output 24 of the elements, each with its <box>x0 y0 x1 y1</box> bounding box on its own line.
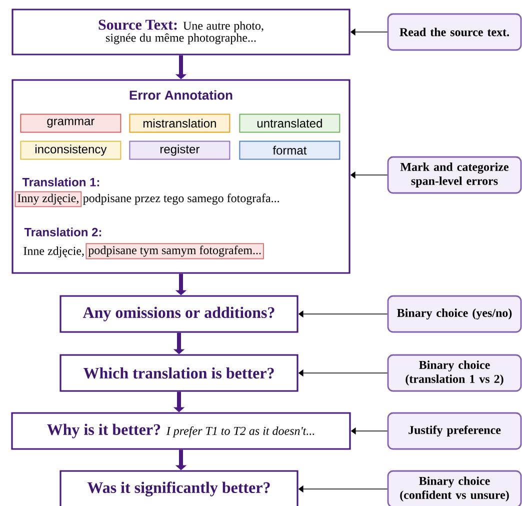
instruction-box: Binary choice (yes/no) <box>387 295 522 333</box>
instruction-box: Mark and categorize span-level errors <box>387 156 522 194</box>
error-tag: grammar <box>20 114 122 133</box>
instruction-box: Read the source text. <box>387 13 522 51</box>
translation-heading: Translation 2: <box>24 228 102 236</box>
panel-title: Error Annotation <box>130 90 232 100</box>
instruction-box: Binary choice (translation 1 vs 2) <box>387 354 522 392</box>
error-tag: register <box>129 140 230 160</box>
source-box: Source Text: Une autre photo, signée du même photographe... <box>12 8 350 56</box>
highlighted-span: Inny zdjęcie, <box>14 191 82 208</box>
instruction-box: Justify preference <box>387 412 522 450</box>
question-box: Which translation is better? <box>60 354 298 392</box>
question-box: Why is it better? I prefer T1 to T2 as it doesn't... <box>11 412 351 450</box>
error-tag: untranslated <box>239 114 340 133</box>
translation-text: podpisane przez tego samego fotografa... <box>83 194 280 205</box>
translation-heading: Translation 1: <box>22 178 100 186</box>
translation-text: Inne zdjęcie, <box>24 246 84 258</box>
question-box: Was it significantly better? <box>60 470 298 506</box>
error-tag: format <box>239 140 340 160</box>
error-tag: inconsistency <box>20 140 122 160</box>
error-tag: mistranslation <box>129 114 230 133</box>
question-box: Any omissions or additions? <box>60 295 298 333</box>
highlighted-span: podpisane tym samym fotografem... <box>86 243 264 260</box>
instruction-box: Binary choice (confident vs unsure) <box>387 470 522 506</box>
